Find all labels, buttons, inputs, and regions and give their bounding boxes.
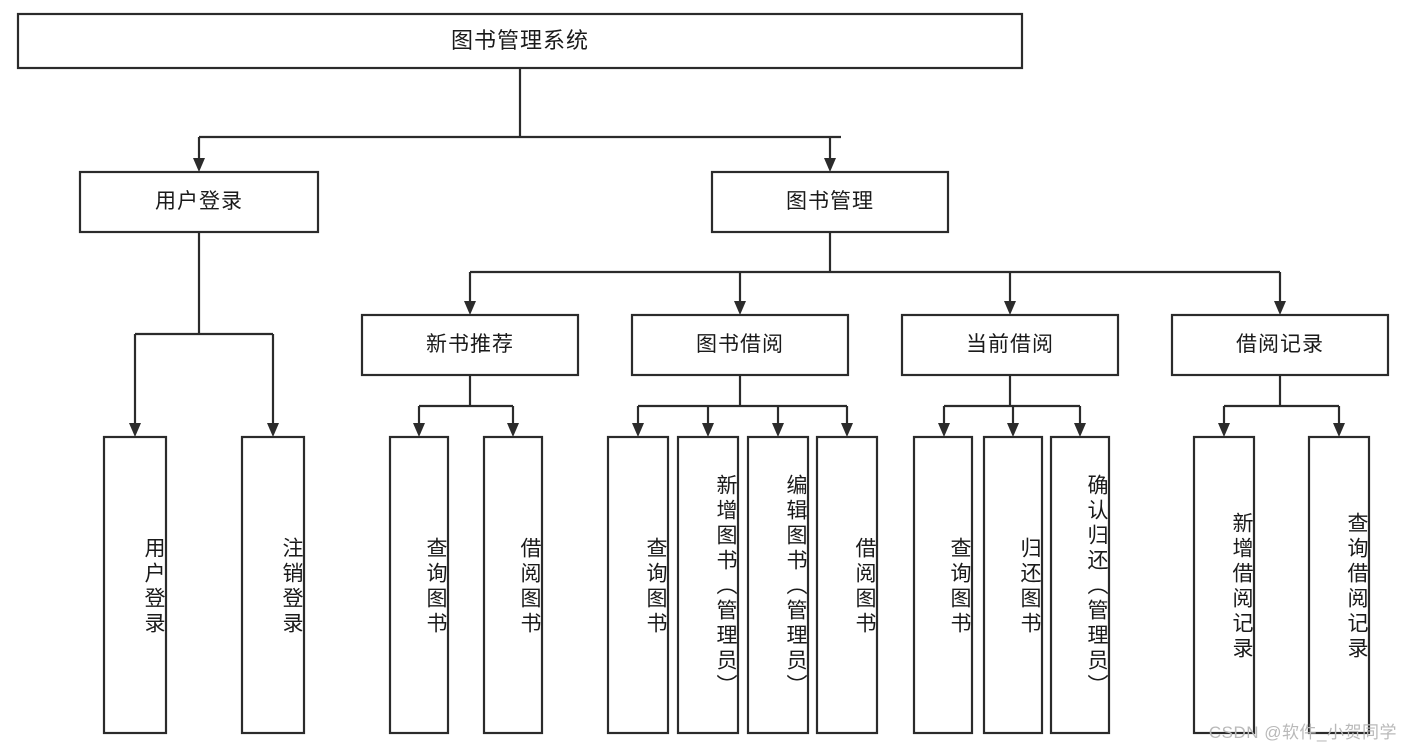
leaf-box-user-login-0[interactable]: [102, 435, 168, 735]
leaf-box-current-borrow-2[interactable]: [1049, 435, 1111, 735]
connector-currentborrow-to-leaves: [938, 375, 1086, 437]
node-box-book-management[interactable]: [710, 170, 950, 234]
leaf-box-new-book-0[interactable]: [388, 435, 450, 735]
leaf-box-borrow-record-0[interactable]: [1192, 435, 1256, 735]
leaf-box-book-borrow-2[interactable]: [746, 435, 810, 735]
watermark-credit: CSDN @软件_小贺同学: [1208, 723, 1397, 742]
leaf-box-current-borrow-0[interactable]: [912, 435, 974, 735]
connector-userlogin-to-leaves: [129, 232, 279, 437]
leaf-box-book-borrow-0[interactable]: [606, 435, 670, 735]
node-box-borrow-record[interactable]: [1170, 313, 1390, 377]
node-box-root[interactable]: [16, 12, 1024, 70]
leaf-box-borrow-record-1[interactable]: [1307, 435, 1371, 735]
connector-bookborrow-to-leaves: [632, 375, 853, 437]
connector-newbook-to-leaves: [413, 375, 519, 437]
leaf-box-current-borrow-1[interactable]: [982, 435, 1044, 735]
node-box-book-borrow[interactable]: [630, 313, 850, 377]
connector-root-to-level2: [193, 68, 841, 172]
node-box-new-book-recommend[interactable]: [360, 313, 580, 377]
leaf-box-book-borrow-1[interactable]: [676, 435, 740, 735]
node-box-current-borrow[interactable]: [900, 313, 1120, 377]
leaf-box-new-book-1[interactable]: [482, 435, 544, 735]
leaf-box-book-borrow-3[interactable]: [815, 435, 879, 735]
node-box-user-login[interactable]: [78, 170, 320, 234]
connector-bookmgmt-to-level3: [464, 232, 1286, 315]
connector-borrowrecord-to-leaves: [1218, 375, 1345, 437]
leaf-box-user-login-1[interactable]: [240, 435, 306, 735]
